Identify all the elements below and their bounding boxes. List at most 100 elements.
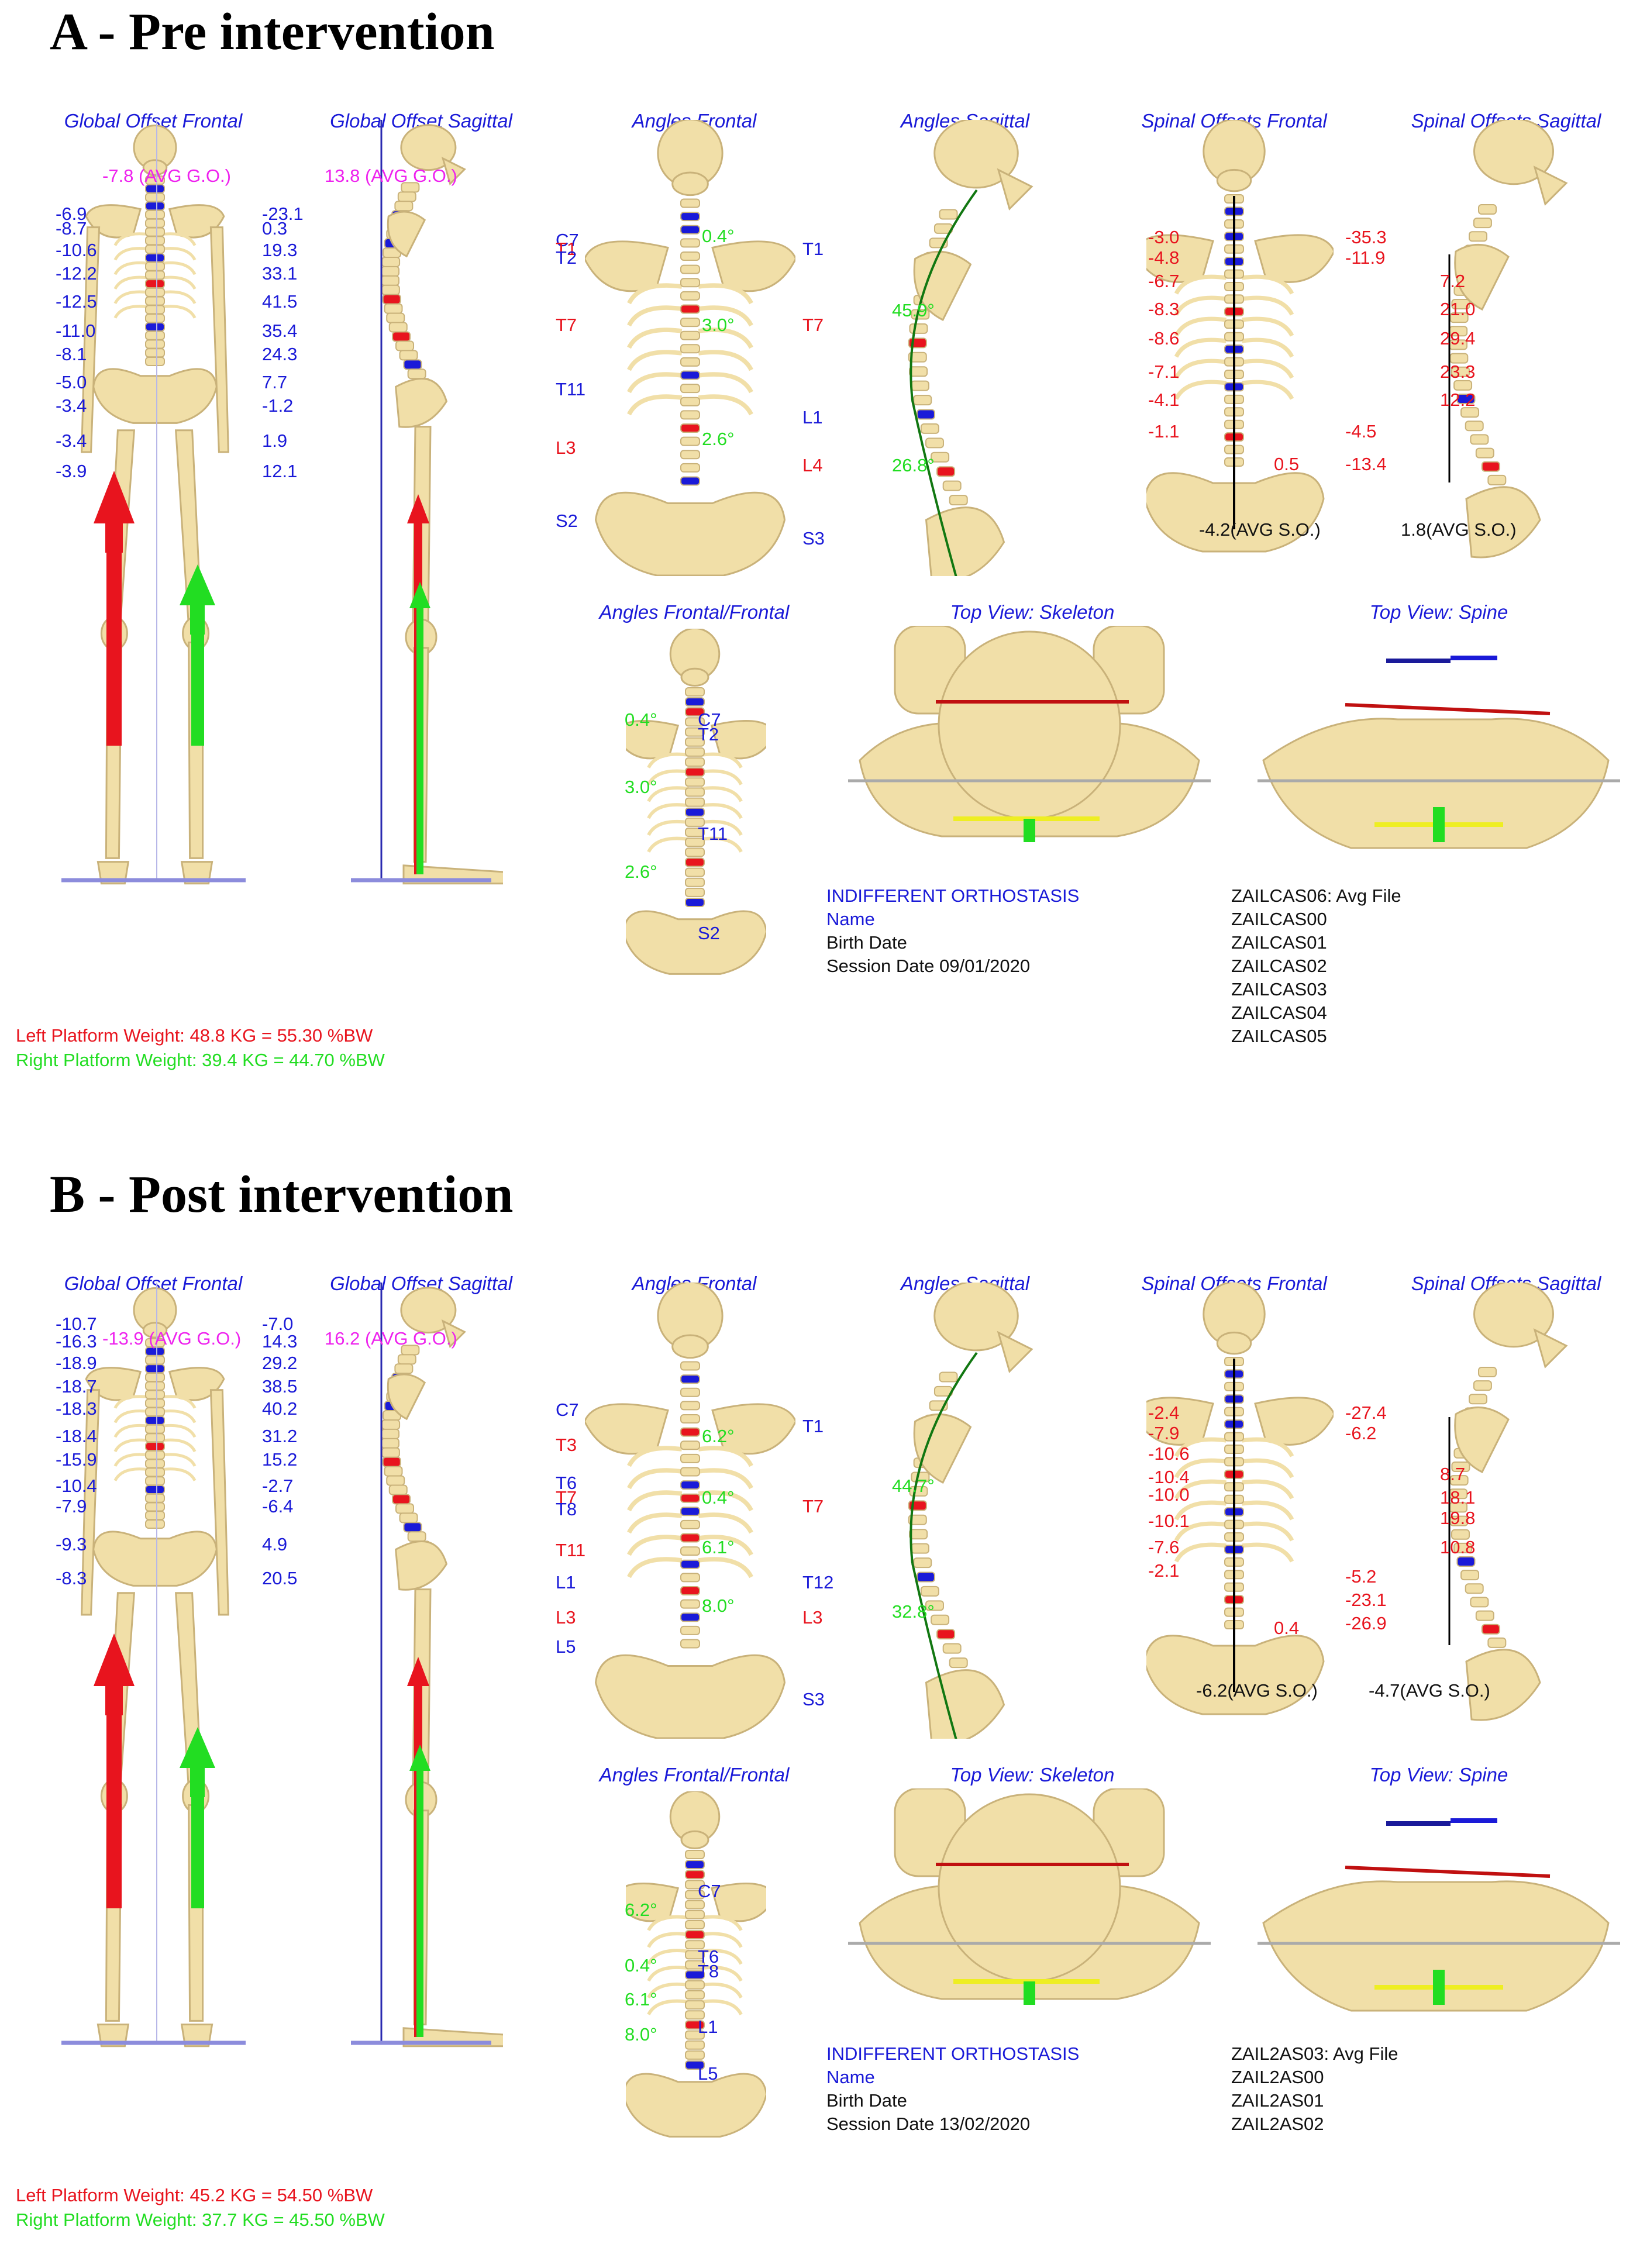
vertebra-icon <box>936 466 956 477</box>
left-force-arrow <box>407 1657 429 1712</box>
rib-icon <box>627 328 683 349</box>
vertebra-icon <box>680 212 700 222</box>
as-angle-label: 45.9° <box>892 300 935 320</box>
vertebra-icon <box>680 1612 700 1622</box>
vertebra-icon <box>685 2050 705 2060</box>
vertebra-icon <box>145 261 165 271</box>
tvsp-figure-pre <box>1258 656 1620 849</box>
aff-angle-label: 6.1° <box>625 1989 657 2010</box>
rib-icon <box>701 836 743 853</box>
vertebra-icon <box>381 1447 400 1458</box>
rib-icon <box>627 1557 683 1578</box>
vertebra-icon <box>685 817 705 827</box>
vertebra-icon <box>680 1533 700 1543</box>
vertebra-icon <box>384 303 403 314</box>
right-force-arrow <box>409 1745 430 1797</box>
pelvis-side-icon <box>1465 1649 1541 1721</box>
gos-value: 29.2 <box>262 1353 298 1373</box>
vertebra-icon <box>680 1573 700 1583</box>
gof-value: -8.3 <box>56 1568 87 1588</box>
af-vertebra-label: L1 <box>556 1572 576 1593</box>
vertebra-icon <box>680 1493 700 1503</box>
vertebra-icon <box>145 1484 165 1494</box>
jaw-side-icon <box>1533 1328 1568 1369</box>
vertebra-icon <box>916 1571 935 1583</box>
vertebra-icon <box>685 717 705 727</box>
rib-icon <box>627 1512 683 1534</box>
vertebra-icon <box>680 251 700 261</box>
gos-value: 31.2 <box>262 1426 298 1446</box>
vertebra-icon <box>942 1643 962 1654</box>
right-force-arrow <box>409 582 430 635</box>
vertebra-icon <box>403 1522 422 1533</box>
aff-vertebra-label: T11 <box>698 823 728 844</box>
sof-value: -10.1 <box>1148 1511 1190 1531</box>
sos-value: -13.4 <box>1345 454 1387 474</box>
rib-icon <box>113 305 150 319</box>
vertebra-icon <box>145 1493 165 1503</box>
aff-vertebra-label: T6 <box>698 1946 719 1967</box>
vertebra-icon <box>949 1657 968 1669</box>
as-vertebra-label: L3 <box>802 1607 823 1628</box>
vertebra-icon <box>680 330 700 340</box>
right-scapula-icon <box>710 1883 766 1922</box>
vertebra-icon <box>386 1475 405 1486</box>
vertebra-icon <box>685 2060 705 2070</box>
vertebra-icon <box>392 1494 411 1505</box>
vertebra-icon <box>395 1503 415 1514</box>
vertebra-icon <box>1449 1475 1469 1486</box>
jaw-icon <box>1216 1331 1252 1355</box>
left-scapula-icon <box>1146 1397 1214 1446</box>
rib-icon <box>160 1395 197 1409</box>
vertebra-icon <box>680 1414 700 1423</box>
af-angle-label: 2.6° <box>702 429 735 449</box>
vertebra-icon <box>680 1519 700 1529</box>
vertebra-icon <box>680 1467 700 1477</box>
jaw-side-icon <box>997 168 1033 211</box>
vertebra-icon <box>145 1511 165 1521</box>
vertebra-icon <box>680 1440 700 1450</box>
aff-vertebra-label: C7 <box>698 709 721 730</box>
sof-value-right: 0.5 <box>1274 454 1300 474</box>
af-vertebra-label: T11 <box>556 1540 586 1560</box>
vertebra-icon <box>145 357 165 366</box>
sof-value: -4.8 <box>1148 247 1180 268</box>
rib-icon <box>698 372 753 394</box>
file-list-item: ZAIL2AS01 <box>1231 2090 1324 2111</box>
as-vertebra-label: L4 <box>802 455 823 475</box>
jaw-side-icon <box>441 156 466 186</box>
vertebra-icon <box>680 397 700 406</box>
panel-title-tvsp: Top View: Spine <box>1369 1764 1508 1786</box>
vertebra-icon <box>685 737 705 747</box>
gos-value: 33.1 <box>262 263 298 284</box>
right-scapula-icon <box>711 240 795 292</box>
as-angle-label: 32.8° <box>892 1601 935 1622</box>
rib-icon <box>698 1490 753 1512</box>
rib-icon <box>647 1915 689 1932</box>
vertebra-icon <box>145 322 165 332</box>
vertebra-icon <box>394 1363 414 1374</box>
left-scapula-icon <box>585 240 669 292</box>
vertebra-icon <box>680 357 700 367</box>
left-force-arrow <box>94 471 135 553</box>
left-force-arrow <box>94 1633 135 1715</box>
sof-value: -7.9 <box>1148 1423 1180 1443</box>
vertebra-icon <box>685 1940 705 1950</box>
rib-icon <box>701 1915 743 1932</box>
gos-value: 41.5 <box>262 291 298 312</box>
gof-value: -12.5 <box>56 291 97 312</box>
rib-icon <box>160 261 197 275</box>
sof-value: -10.4 <box>1148 1467 1190 1487</box>
af-vertebra-label: S2 <box>556 511 578 531</box>
vertebra-icon <box>145 279 165 289</box>
section-title-pre: A - Pre intervention <box>50 3 495 61</box>
gos-value: 4.9 <box>262 1534 288 1554</box>
lordosis-curve <box>911 400 957 576</box>
aff-angle-label: 0.4° <box>625 1955 657 1976</box>
as-figure-post <box>908 1283 1033 1739</box>
vertebra-icon <box>685 1850 705 1859</box>
af-vertebra-label: T1 <box>556 239 577 259</box>
vertebra-icon <box>145 1390 165 1400</box>
vertebra-icon <box>145 236 165 246</box>
rib-icon <box>698 1535 753 1556</box>
